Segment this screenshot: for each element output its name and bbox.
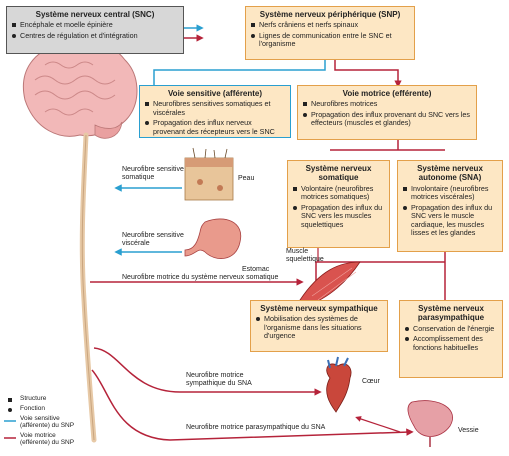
snp-item: Lignes de communication entre le SNC et …	[251, 31, 409, 49]
stomach-icon	[184, 218, 242, 259]
somatic-sensory-label: Neurofibre sensitive somatique	[122, 166, 184, 182]
motor-item: Neurofibres motrices	[303, 99, 471, 108]
sympathetic-title: Système nerveux sympathique	[260, 304, 378, 313]
snp-to-sensory-connector	[153, 60, 326, 85]
bladder-label: Vessie	[458, 427, 479, 434]
motor-item: Propagation des influx provenant du SNC …	[303, 110, 471, 128]
somatic-motor-label: Neurofibre motrice du système nerveux so…	[122, 274, 279, 281]
motor-title: Voie motrice (efférente)	[342, 89, 432, 98]
legend-function-marker	[8, 408, 12, 412]
snc-item: Centres de régulation et d'intégration	[12, 31, 178, 40]
snc-box: Système nerveux central (SNC) Encéphale …	[6, 6, 184, 54]
stomach-label: Estomac	[242, 266, 270, 273]
sensory-item: Neurofibres sensitives somatiques et vis…	[145, 100, 285, 117]
heart-icon	[326, 356, 352, 413]
snc-item: Encéphale et moelle épinière	[12, 20, 178, 29]
snc-title: Système nerveux central (SNC)	[35, 10, 155, 19]
sympathetic-motor-line	[93, 347, 322, 396]
muscle-label: Muscle squelettique	[286, 248, 324, 264]
legend-sensory: Voie sensitive (afférente) du SNP	[20, 415, 75, 430]
snp-to-motor-connector	[334, 60, 402, 88]
skin-label: Peau	[238, 175, 255, 182]
snp-title: Système nerveux périphérique (SNP)	[259, 10, 401, 19]
skin-icon	[184, 147, 234, 201]
legend: Structure Fonction Voie sensitive (affér…	[6, 395, 84, 449]
parasympathetic-item: Accomplissement des fonctions habituelle…	[405, 335, 497, 352]
visceral-sensory-label: Neurofibre sensitive viscérale	[122, 232, 184, 248]
sensory-box: Voie sensitive (afférente) Neurofibres s…	[139, 85, 291, 138]
parasympathetic-to-heart	[355, 416, 401, 433]
legend-function: Fonction	[20, 405, 45, 412]
sensory-item: Propagation des influx nerveux provenant…	[145, 119, 285, 136]
somatic-box: Système nerveux somatique Volontaire (ne…	[287, 160, 390, 248]
muscle-icon	[299, 261, 361, 307]
snp-box: Système nerveux périphérique (SNP) Nerfs…	[245, 6, 415, 60]
heart-label: Cœur	[362, 378, 380, 385]
somatic-item: Volontaire (neurofibres motrices somatiq…	[293, 184, 384, 202]
brain-icon	[23, 39, 138, 139]
legend-motor: Voie motrice (efférente) du SNP	[20, 431, 75, 447]
legend-structure: Structure	[20, 395, 47, 402]
somatic-item: Propagation des influx du SNC vers les m…	[293, 203, 384, 229]
autonomic-title: Système nerveux autonome (SNA)	[417, 164, 483, 183]
parasympathetic-motor-line	[91, 369, 414, 441]
autonomic-box: Système nerveux autonome (SNA) Involonta…	[397, 160, 503, 252]
bladder-icon	[407, 400, 453, 447]
sympathetic-motor-label: Neurofibre motrice sympathique du SNA	[186, 372, 252, 388]
sympathetic-item: Mobilisation des systèmes de l'organisme…	[256, 315, 382, 340]
somatic-title: Système nerveux somatique	[305, 164, 372, 183]
sensory-title: Voie sensitive (afférente)	[167, 89, 263, 98]
parasympathetic-motor-label: Neurofibre motrice parasympathique du SN…	[186, 424, 326, 431]
snp-item: Nerfs crâniens et nerfs spinaux	[251, 20, 409, 29]
motor-split-connector	[330, 140, 445, 151]
parasympathetic-box: Système nerveux parasympathique Conserva…	[399, 300, 503, 378]
sympathetic-box: Système nerveux sympathique Mobilisation…	[250, 300, 388, 352]
parasympathetic-title: Système nerveux parasympathique	[417, 304, 485, 323]
motor-box: Voie motrice (efférente) Neurofibres mot…	[297, 85, 477, 140]
autonomic-item: Propagation des influx du SNC vers le mu…	[403, 203, 497, 238]
legend-structure-marker	[8, 398, 12, 402]
parasympathetic-item: Conservation de l'énergie	[405, 324, 497, 333]
autonomic-item: Involontaire (neurofibres motrices viscé…	[403, 184, 497, 202]
